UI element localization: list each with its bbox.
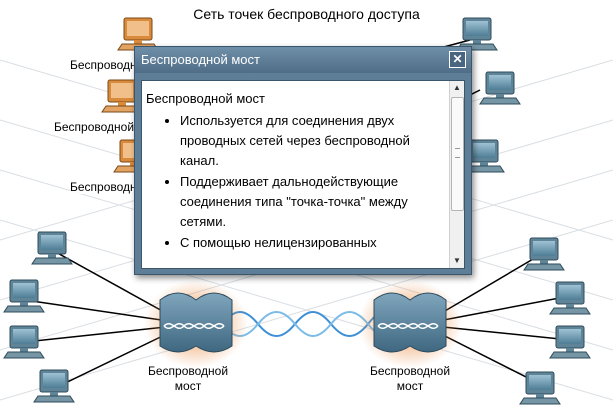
computer-icon xyxy=(3,325,45,359)
bullet-list: Используется для соединения двух проводн… xyxy=(146,111,442,253)
wireless-bridge-icon-left xyxy=(144,280,248,368)
computer-icon xyxy=(31,231,73,265)
right-bridge-label-line1: Беспроводной xyxy=(369,364,451,378)
info-window: Беспроводной мост ✕ Беспроводной мост Ис… xyxy=(134,46,472,275)
left-bridge-label: Беспроводной мост xyxy=(143,364,233,394)
left-bridge-label-line2: мост xyxy=(174,379,202,393)
right-bridge-label: Беспроводной мост xyxy=(365,364,455,394)
computer-icon xyxy=(549,281,591,315)
wireless-bridge-icon-right xyxy=(358,280,462,368)
side-label-3: Беспроводной xyxy=(70,180,151,194)
window-title: Беспроводной мост xyxy=(141,52,260,67)
content-heading: Беспроводной мост xyxy=(146,91,265,106)
left-bridge-label-line1: Беспроводной xyxy=(147,364,229,378)
list-item: Поддерживает дальнодействующие соединени… xyxy=(180,172,442,232)
window-content-area: Беспроводной мост Используется для соеди… xyxy=(141,80,465,269)
computer-icon xyxy=(549,325,591,359)
computer-icon xyxy=(479,71,521,105)
close-icon[interactable]: ✕ xyxy=(449,51,466,68)
scroll-thumb[interactable] xyxy=(451,97,464,211)
scene-title: Сеть точек беспроводного доступа xyxy=(193,6,420,22)
right-bridge-label-line2: мост xyxy=(396,379,424,393)
list-item: С помощью нелицензированных xyxy=(180,233,442,253)
computer-icon xyxy=(33,369,75,403)
vertical-scrollbar[interactable]: ▲ ▼ xyxy=(449,81,464,268)
content-text: Беспроводной мост Используется для соеди… xyxy=(146,89,442,254)
scroll-up-icon[interactable]: ▲ xyxy=(453,83,461,92)
list-item: Используется для соединения двух проводн… xyxy=(180,111,442,171)
scroll-down-icon[interactable]: ▼ xyxy=(453,256,461,265)
grip-icon xyxy=(455,148,460,158)
computer-icon xyxy=(3,279,45,313)
window-titlebar[interactable]: Беспроводной мост ✕ xyxy=(135,47,471,73)
computer-icon xyxy=(519,371,561,405)
side-label-2: Беспроводной xyxy=(54,120,135,134)
computer-icon xyxy=(523,237,565,271)
